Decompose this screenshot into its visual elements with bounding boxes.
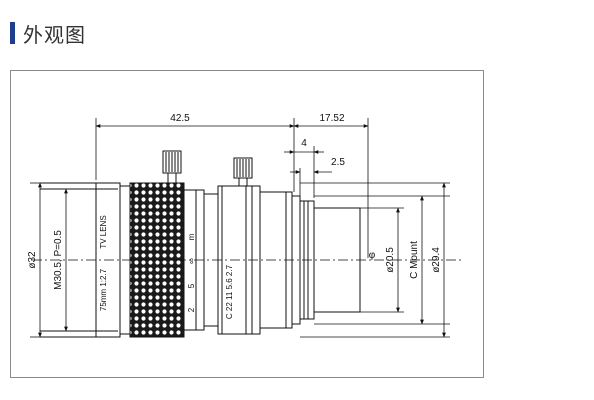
dim-rear-diameter: ø20.5 — [385, 247, 396, 273]
section-heading: 外观图 — [10, 20, 86, 47]
lens-spec: 75mm 1:2.7 — [99, 268, 108, 311]
lens-marking: TV LENS — [99, 215, 108, 248]
dim-mount-diameter: ø29.4 — [431, 247, 442, 273]
drawing-frame — [10, 70, 484, 378]
dimension-lines — [30, 118, 450, 338]
focus-scale-unit: m — [187, 233, 196, 240]
focus-scale-infinity: ∞ — [187, 258, 196, 264]
dim-outer-diameter: ø32 — [27, 251, 38, 269]
mount-label: C Mount — [409, 241, 420, 279]
focus-lock-knob — [162, 150, 182, 184]
iris-lock-knob — [233, 157, 253, 187]
heading-title: 外观图 — [23, 22, 86, 47]
focus-scale-5: 5 — [187, 283, 196, 288]
heading-accent-bar — [10, 22, 15, 44]
dim-thread: 2.5 — [331, 157, 345, 168]
dim-overall-length: 42.5 — [170, 113, 190, 124]
aperture-scale: C 22 11 5.6 2.7 — [225, 264, 234, 319]
dim-back-length: 17.52 — [319, 113, 344, 124]
dim-filter-thread: M30.5, P=0.5 — [53, 230, 64, 290]
optical-axis-symbol: φ — [369, 250, 376, 261]
focus-scale-2: 2 — [187, 307, 196, 312]
dim-flange: 4 — [301, 138, 307, 149]
